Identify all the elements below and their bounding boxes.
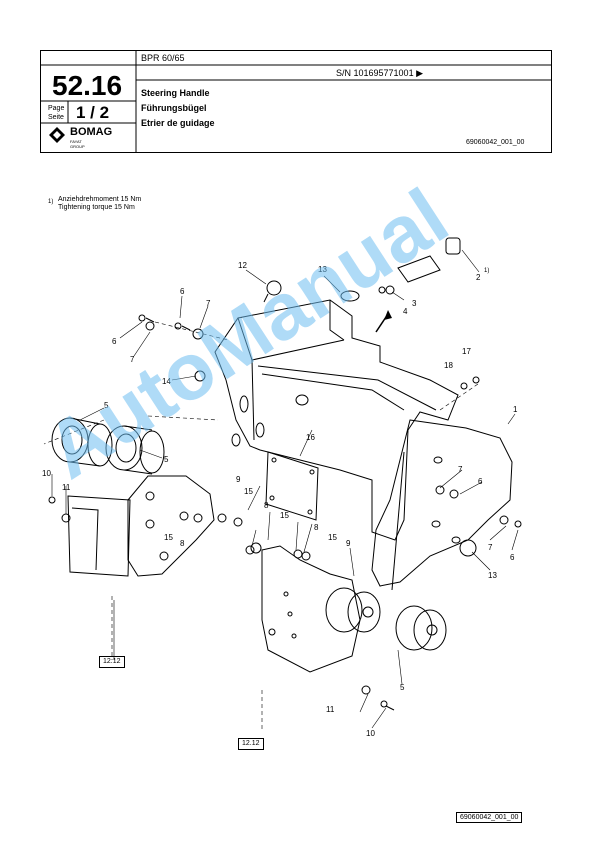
callout-11b: 11 (326, 705, 335, 714)
callout-7a: 7 (206, 299, 211, 308)
callout-5b: 5 (164, 455, 169, 464)
serial-number: S/N 101695771001 ▶ (336, 68, 423, 78)
header-block: 52.16 Page Seite 1 / 2 BPR 60/65 S/N 101… (40, 50, 552, 153)
callout-3: 3 (412, 299, 417, 308)
callout-6a: 6 (180, 287, 185, 296)
leader-lines (51, 249, 519, 729)
assembly-lines (43, 321, 479, 730)
logo-text: BOMAG (70, 126, 113, 138)
callout-12: 12 (238, 261, 247, 270)
callout-8c: 8 (314, 523, 319, 532)
callout-9b: 9 (346, 539, 351, 548)
callout-6d: 6 (510, 553, 515, 562)
callout-10a: 10 (42, 469, 51, 478)
callout-6b: 6 (112, 337, 117, 346)
callout-11a: 11 (62, 483, 71, 492)
callout-7c: 7 (458, 465, 463, 474)
callout-7b: 7 (130, 355, 135, 364)
callout-7d: 7 (488, 543, 493, 552)
title-german: Führungsbügel (141, 103, 207, 113)
callout-8b: 8 (264, 501, 269, 510)
callout-15a: 15 (244, 487, 253, 496)
page-label-text: Page Seite (48, 105, 65, 121)
title-french: Etrier de guidage (141, 118, 215, 128)
bomag-logo-icon (49, 127, 65, 143)
callout-13a: 13 (318, 265, 327, 274)
note-line-2: Tightening torque 15 Nm (58, 204, 135, 211)
callouts: 1 2 1) 3 4 5 5 5 6 6 6 6 7 7 7 7 8 8 8 9… (42, 261, 518, 738)
note-marker: 1) (48, 199, 54, 205)
callout-15c: 15 (328, 533, 337, 542)
page-label: Page Seite (48, 104, 64, 122)
callout-5c: 5 (400, 683, 405, 692)
callout-17: 17 (462, 347, 471, 356)
logo-subtext: FAYAT GROUP (70, 139, 85, 149)
model-name: BPR 60/65 (141, 53, 185, 63)
callout-1: 1 (513, 405, 518, 414)
callout-15b: 15 (280, 511, 289, 520)
callout-13b: 13 (488, 571, 497, 580)
callout-18: 18 (444, 361, 453, 370)
note-line-1: Anziehdrehmoment 15 Nm (58, 196, 142, 203)
footer-document-id: 69060042_001_00 (456, 812, 523, 823)
callout-10b: 10 (366, 729, 375, 738)
callout-8a: 8 (180, 539, 185, 548)
title-english: Steering Handle (141, 88, 210, 98)
reference-box-left[interactable]: 12.12 (99, 656, 125, 668)
callout-2: 2 (476, 273, 481, 282)
document-id: 69060042_001_00 (466, 139, 525, 146)
page-number: 1 / 2 (76, 103, 110, 122)
callout-14: 14 (162, 377, 171, 386)
section-number: 52.16 (52, 70, 123, 101)
callout-4: 4 (403, 307, 408, 316)
header-frame (40, 50, 552, 153)
reference-box-bottom[interactable]: 12.12 (238, 738, 264, 750)
frame-drawing (48, 237, 522, 711)
callout-6c: 6 (478, 477, 483, 486)
callout-15d: 15 (164, 533, 173, 542)
note-text: Anziehdrehmoment 15 Nm Tightening torque… (58, 196, 141, 212)
callout-16: 16 (306, 433, 315, 442)
callout-5a: 5 (104, 401, 109, 410)
callout-9a: 9 (236, 475, 241, 484)
callout-2-note: 1) (484, 268, 489, 274)
